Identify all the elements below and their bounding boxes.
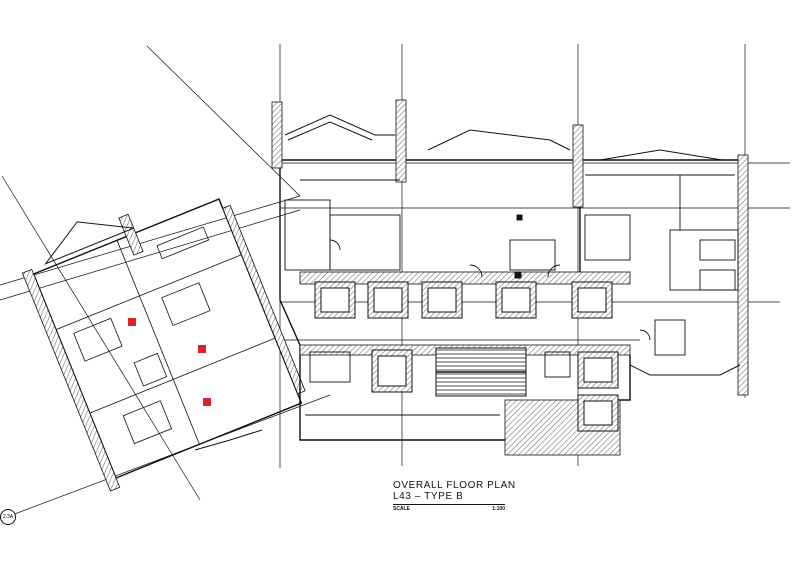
lift-cores (314, 281, 619, 432)
balconies (194, 114, 741, 451)
hatched-columns (271, 99, 749, 456)
scale-value: 1:100 (492, 506, 505, 512)
title-block: OVERALL FLOOR PLAN L43 – TYPE B SCALE 1:… (393, 480, 516, 512)
scale-label: SCALE (393, 506, 410, 512)
stair-core (435, 347, 527, 397)
grid-lines (0, 44, 790, 516)
drawing-subtitle: L43 – TYPE B (393, 491, 464, 502)
scale-row: SCALE 1:100 (393, 506, 505, 512)
drawing-title: OVERALL FLOOR PLAN (393, 480, 516, 491)
interior-partitions (284, 174, 739, 416)
fire-markers (128, 318, 211, 406)
grid-bubble: 2.3A (0, 509, 16, 525)
left-wing (21, 198, 306, 492)
title-underline (393, 504, 505, 505)
